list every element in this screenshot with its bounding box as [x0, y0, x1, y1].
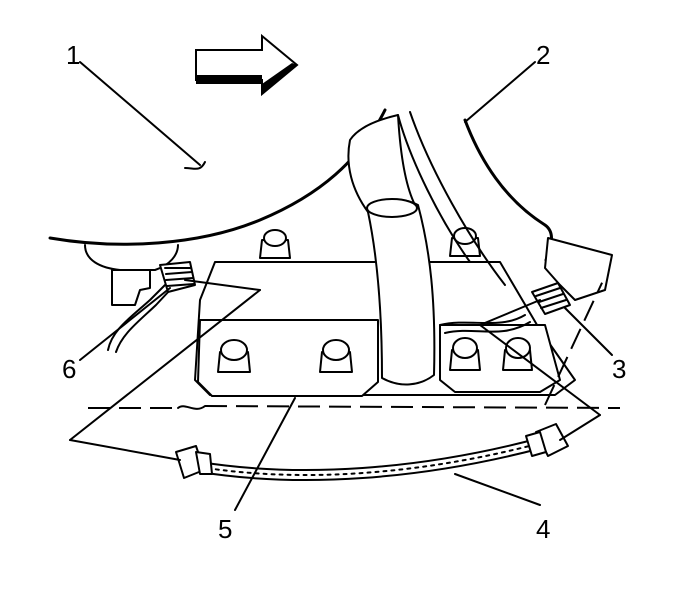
arrow-right-icon	[195, 33, 299, 97]
vertical-hose	[347, 111, 506, 386]
housing-component-2	[463, 118, 613, 301]
bolt-icon	[217, 339, 251, 373]
leader-lines	[69, 61, 613, 511]
fitting-6	[159, 261, 196, 293]
callout-5: 5	[218, 514, 232, 544]
callout-3: 3	[612, 354, 626, 384]
bolt-icon	[502, 337, 533, 371]
callout-labels: 1 2 3 4 5 6	[62, 40, 626, 544]
fitting-3	[531, 282, 571, 315]
callout-4: 4	[536, 514, 550, 544]
callout-1: 1	[66, 40, 80, 70]
bolt-icon	[319, 339, 353, 373]
callout-6: 6	[62, 354, 76, 384]
bolt-icon	[449, 337, 481, 371]
frame-reference-lines	[88, 282, 621, 410]
brake-pipe-4	[175, 423, 569, 481]
bolt-icon	[259, 229, 291, 259]
callout-2: 2	[536, 40, 550, 70]
